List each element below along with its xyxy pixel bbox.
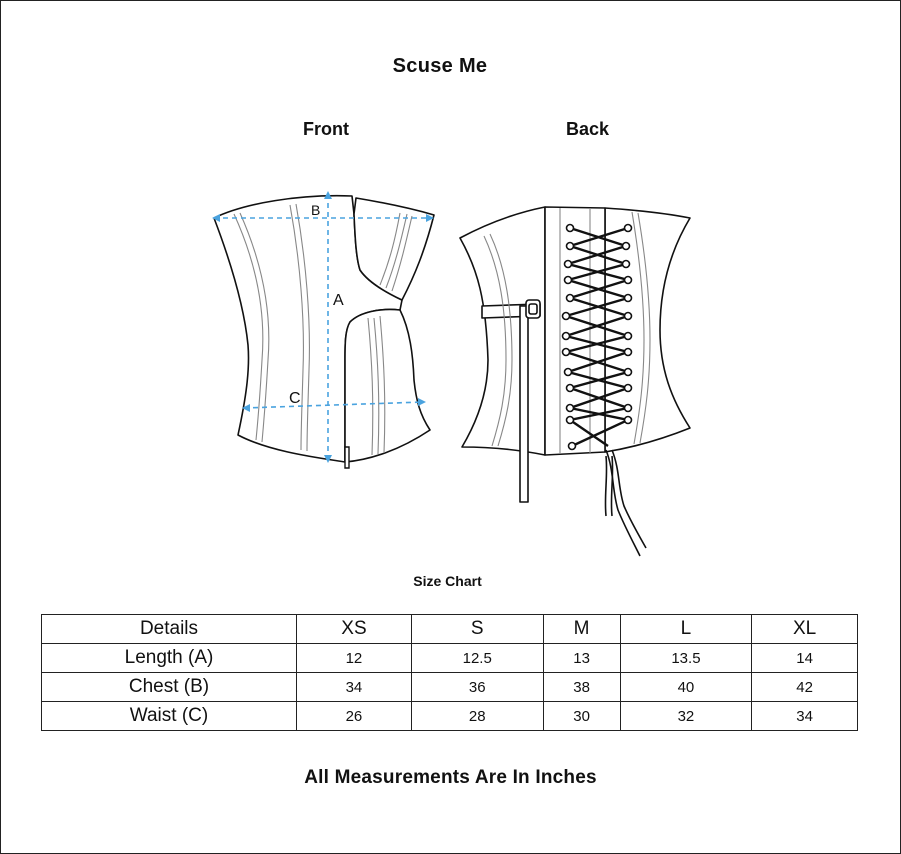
table-row: Waist (C) 26 28 30 32 34 (41, 701, 858, 731)
table-header-cell: XS (296, 614, 412, 644)
table-header-cell: M (542, 614, 621, 644)
table-cell: 34 (751, 701, 858, 731)
table-header-cell: XL (751, 614, 858, 644)
table-header-cell: L (619, 614, 753, 644)
marker-b: B (311, 202, 320, 218)
table-header-cell: Details (41, 614, 297, 644)
table-cell: 34 (296, 672, 412, 702)
size-chart-table: Details XS S M L XL Length (A) 12 12.5 1… (41, 614, 858, 731)
table-cell: 30 (542, 701, 621, 731)
size-chart-title: Size Chart (413, 573, 482, 589)
table-row: Chest (B) 34 36 38 40 42 (41, 672, 858, 702)
table-cell: 12 (296, 643, 412, 673)
marker-a: A (333, 292, 344, 309)
row-label-waist: Waist (C) (41, 701, 297, 731)
table-header-row: Details XS S M L XL (41, 614, 858, 644)
measurement-guides (214, 194, 432, 460)
back-buckle (525, 299, 541, 319)
product-title: Scuse Me (392, 55, 488, 77)
measurement-note: All Measurements Are In Inches (304, 767, 597, 788)
table-cell: 26 (296, 701, 412, 731)
table-cell: 13 (542, 643, 621, 673)
front-boning-lines (233, 203, 413, 456)
table-row: Length (A) 12 12.5 13 13.5 14 (41, 643, 858, 673)
table-cell: 14 (751, 643, 858, 673)
waist-measure-line (243, 401, 425, 409)
front-corset-drawing (213, 194, 435, 463)
measurement-arrowheads (212, 191, 434, 463)
table-cell: 13.5 (619, 643, 753, 673)
table-cell: 28 (410, 701, 544, 731)
row-label-length: Length (A) (41, 643, 297, 673)
table-cell: 40 (619, 672, 753, 702)
back-eyelets (561, 223, 633, 451)
table-cell: 38 (542, 672, 621, 702)
front-view-label: Front (303, 119, 349, 139)
back-view-label: Back (566, 119, 610, 139)
table-header-cell: S (410, 614, 544, 644)
table-cell: 32 (619, 701, 753, 731)
back-lace-tails (604, 449, 647, 557)
table-cell: 42 (751, 672, 858, 702)
table-cell: 12.5 (410, 643, 544, 673)
marker-c: C (289, 390, 301, 407)
table-cell: 36 (410, 672, 544, 702)
row-label-chest: Chest (B) (41, 672, 297, 702)
front-zipper (344, 446, 350, 469)
